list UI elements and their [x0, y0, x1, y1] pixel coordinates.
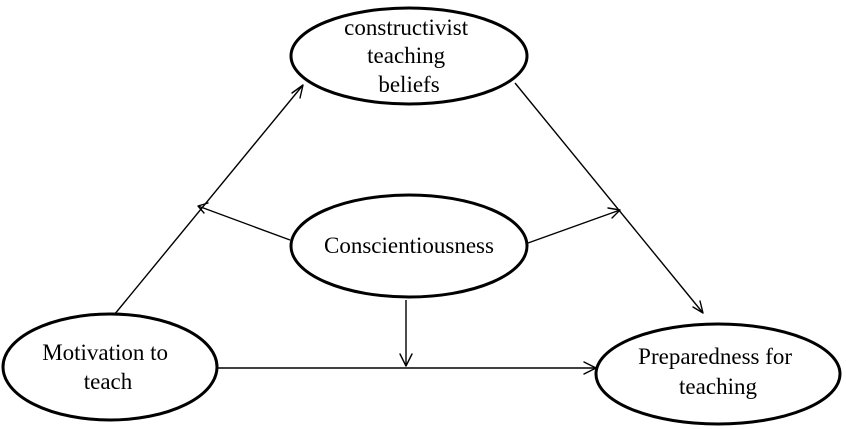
- node-constructivist-beliefs: constructivist teaching beliefs: [289, 6, 529, 106]
- node-preparedness-line-1: Preparedness for: [638, 344, 792, 369]
- edge-beliefs-to-preparedness: [514, 82, 704, 314]
- node-conscientiousness: Conscientiousness: [289, 193, 529, 299]
- node-preparedness-line-2: teaching: [679, 374, 757, 399]
- arrowhead-beliefs-to-preparedness: [692, 300, 704, 314]
- arrowhead-conscientiousness-to-left-path: [197, 202, 209, 214]
- edge-motivation-to-beliefs: [113, 84, 304, 316]
- node-conscientiousness-line-1: Conscientiousness: [324, 233, 494, 258]
- arrowhead-conscientiousness-to-right-path: [607, 207, 621, 219]
- edge-conscientiousness-to-right-path: [527, 209, 621, 244]
- node-constructivist-beliefs-line-3: beliefs: [378, 72, 439, 97]
- node-constructivist-beliefs-shape: [289, 6, 529, 106]
- node-conscientiousness-shape: [289, 193, 529, 299]
- edge-conscientiousness-to-left-path: [197, 205, 291, 241]
- edges: [113, 82, 704, 375]
- node-constructivist-beliefs-label: constructivist teaching beliefs: [344, 15, 474, 97]
- node-motivation: Motivation to teach: [1, 312, 219, 422]
- node-motivation-label: Motivation to teach: [42, 340, 174, 394]
- arrowhead-motivation-to-beliefs: [291, 84, 304, 99]
- arrowhead-conscientiousness-to-bottom-path: [399, 353, 413, 367]
- node-conscientiousness-label: Conscientiousness: [324, 233, 494, 258]
- node-preparedness-shape: [594, 322, 842, 426]
- node-constructivist-beliefs-line-2: teaching: [367, 43, 445, 68]
- node-preparedness-label: Preparedness for teaching: [638, 344, 798, 399]
- node-motivation-shape: [1, 312, 219, 422]
- node-motivation-line-2: teach: [84, 369, 133, 394]
- node-motivation-line-1: Motivation to: [42, 340, 168, 365]
- node-preparedness: Preparedness for teaching: [594, 322, 842, 426]
- node-constructivist-beliefs-line-1: constructivist: [344, 15, 469, 40]
